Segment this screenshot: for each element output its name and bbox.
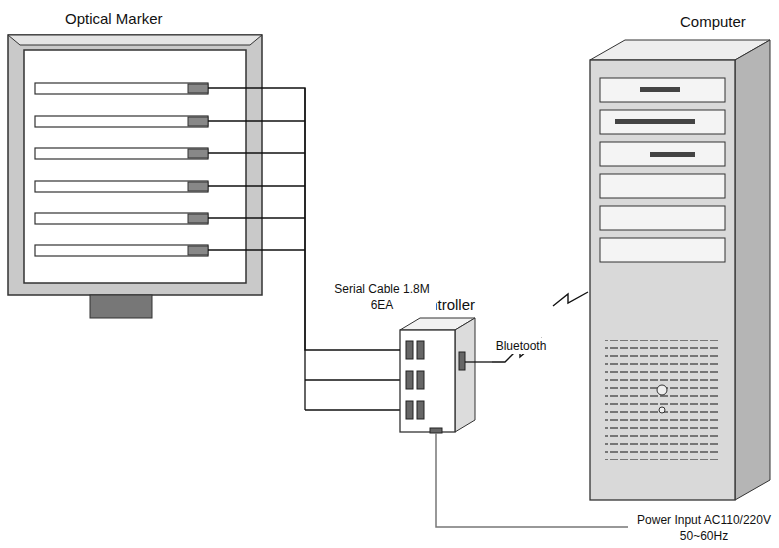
edge-label: Serial Cable 1.8M 6EA	[328, 281, 436, 313]
power-input-label: Power Input AC110/220V 50~60Hz	[628, 512, 779, 544]
computer-tower: Computer	[588, 10, 774, 502]
marker-board: Optical Marker	[8, 8, 266, 320]
node-heading: Optical Marker	[65, 10, 163, 27]
edge-label: Bluetooth	[484, 338, 558, 354]
node-heading: Computer	[680, 13, 746, 30]
